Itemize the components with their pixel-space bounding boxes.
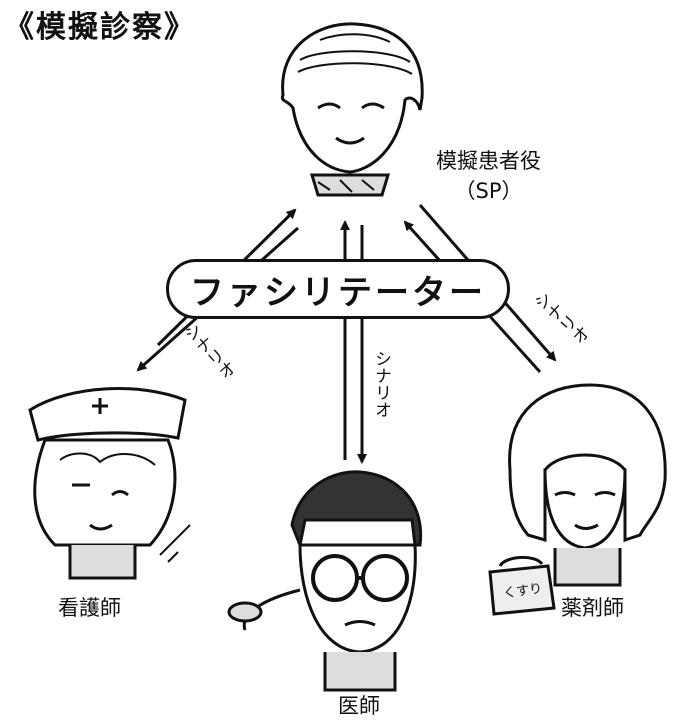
sp-role-name: 模擬患者役	[436, 149, 541, 173]
medicine-bag-illustration	[488, 556, 556, 616]
nurse-illustration	[28, 387, 191, 580]
doctor-illustration	[227, 470, 423, 692]
pharmacist-label: 薬剤師	[561, 596, 624, 620]
page-title: 《模擬診察》	[4, 10, 196, 45]
nurse-label: 看護師	[58, 596, 121, 620]
pharmacist-illustration	[508, 383, 667, 587]
doctor-label: 医師	[338, 694, 380, 718]
facilitator-label: ファシリテーター	[190, 272, 486, 313]
scenario-label-doctor: シナリオ	[371, 350, 391, 418]
facilitator-box: ファシリテーター	[166, 259, 510, 319]
patient-illustration	[280, 22, 424, 197]
sp-role-abbrev: （SP）	[454, 179, 523, 203]
sp-role-label: 模擬患者役 （SP）	[436, 146, 541, 206]
